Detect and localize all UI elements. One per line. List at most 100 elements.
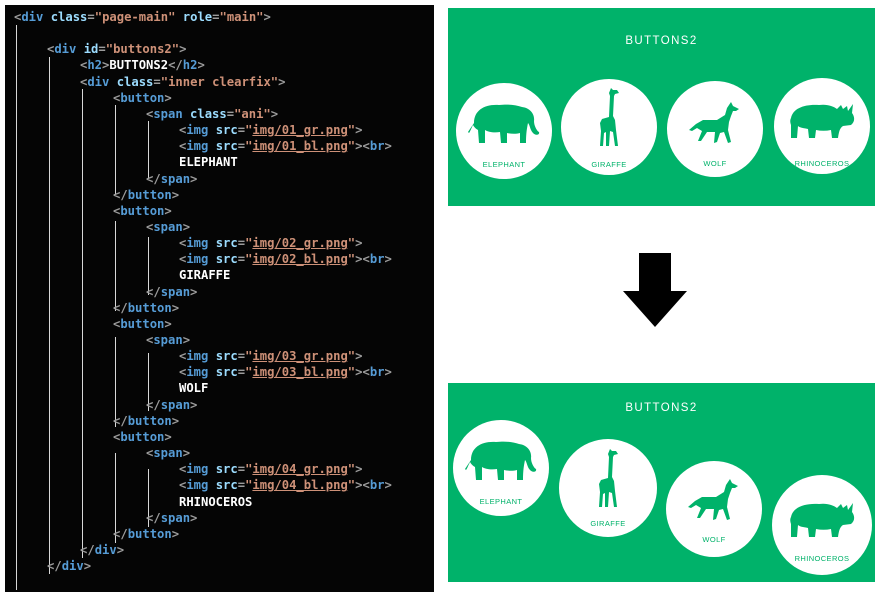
code-line: <img src="img/02_gr.png"> [179, 235, 362, 251]
code-token: role [175, 10, 213, 24]
elephant-icon [468, 104, 540, 143]
code-token: = [237, 478, 246, 493]
code-token: span [153, 446, 183, 461]
button-label: RHINOCEROS [794, 554, 850, 563]
code-token: " [347, 349, 356, 364]
code-token: button [127, 300, 172, 315]
code-token: span [153, 219, 183, 234]
code-line: <button> [113, 429, 172, 445]
wolf-button[interactable]: WOLF [666, 461, 762, 557]
code-token: button [127, 526, 172, 541]
code-token: src [215, 462, 238, 477]
code-line: <img src="img/02_bl.png"><br> [179, 251, 392, 267]
indent-guide [82, 89, 83, 558]
rhinoceros-button[interactable]: RHINOCEROS [772, 475, 872, 575]
code-token: </ [113, 187, 128, 202]
elephant-button[interactable]: ELEPHANT [453, 420, 549, 516]
code-token: " [245, 236, 253, 251]
code-token: > [355, 478, 363, 493]
code-token: > [190, 510, 198, 525]
code-token: GIRAFFE [179, 268, 231, 283]
code-token: < [113, 203, 121, 218]
code-token: id [83, 42, 99, 57]
code-token: button [120, 90, 165, 105]
code-token: > [164, 429, 172, 444]
code-token: " [245, 478, 253, 493]
code-editor: <div class="page-main" role="main"><div … [5, 5, 434, 592]
code-token: ELEPHANT [179, 155, 238, 170]
code-line: <div class="inner clearfix"> [80, 74, 285, 90]
code-token: < [362, 365, 370, 380]
code-token: " [245, 139, 253, 154]
code-token: > [384, 478, 392, 493]
code-line: <span class="ani"> [146, 106, 278, 122]
code-token: RHINOCEROS [179, 494, 253, 509]
code-token: button [120, 316, 165, 331]
code-token: > [270, 106, 279, 121]
code-token: br [369, 365, 385, 380]
code-token: WOLF [179, 381, 209, 396]
code-token: src [215, 252, 238, 267]
code-token: BUTTONS2 [109, 58, 169, 73]
button-label: WOLF [702, 535, 726, 544]
code-token: > [171, 526, 180, 541]
button-label: GIRAFFE [590, 519, 626, 528]
code-token: < [179, 365, 187, 380]
code-token: > [384, 139, 392, 154]
code-token: " [347, 462, 356, 477]
indent-guide [115, 453, 116, 543]
code-line: <button> [113, 203, 172, 219]
code-token: < [362, 478, 370, 493]
code-line: </button> [113, 413, 179, 429]
code-token: img [186, 349, 216, 364]
code-token: > [182, 446, 191, 461]
code-token: img [186, 139, 216, 154]
code-token: </ [146, 397, 161, 412]
code-token: > [164, 203, 172, 218]
code-token: img [186, 236, 216, 251]
rhinoceros-button[interactable]: RHINOCEROS [774, 78, 870, 174]
giraffe-button[interactable]: GIRAFFE [559, 439, 657, 537]
code-token: < [14, 10, 22, 24]
code-line: <span> [146, 219, 190, 235]
wolf-button[interactable]: WOLF [667, 81, 763, 177]
code-token: > [263, 10, 271, 24]
code-line: </button> [113, 526, 179, 542]
code-token: > [355, 462, 363, 477]
code-token: > [182, 219, 191, 234]
giraffe-button[interactable]: GIRAFFE [561, 79, 657, 175]
code-line: <button> [113, 316, 172, 332]
code-token: < [146, 333, 154, 347]
elephant-button[interactable]: ELEPHANT [456, 83, 552, 179]
code-token: > [355, 123, 363, 138]
code-line: </div> [47, 558, 91, 574]
code-token: br [369, 139, 385, 154]
code-token: src [215, 365, 238, 380]
code-line: <button> [113, 90, 172, 106]
code-token: = [237, 252, 246, 267]
code-token: > [355, 139, 363, 154]
code-token: > [171, 413, 180, 428]
code-token: span [153, 106, 191, 121]
code-token: < [113, 90, 121, 105]
code-line: <h2>BUTTONS2</h2> [80, 57, 205, 73]
code-token: img/02_gr.png [252, 236, 348, 251]
code-token: < [362, 139, 370, 154]
code-token: " [347, 236, 356, 251]
code-token: > [355, 365, 363, 380]
preview-after-panel: BUTTONS2 ELEPHANT GIRAFFE WOLF RHINOCERO… [448, 383, 875, 582]
panel-title: BUTTONS2 [625, 402, 698, 414]
code-token: span [160, 397, 191, 412]
code-token: > [171, 300, 180, 315]
code-token: = [237, 462, 246, 477]
code-token: img [186, 478, 216, 493]
code-token: = [98, 42, 106, 57]
code-token: = [237, 349, 246, 364]
code-token: " [347, 139, 356, 154]
wolf-icon [689, 102, 739, 143]
code-token: > [182, 333, 191, 347]
code-token: img [186, 462, 216, 477]
code-token: > [355, 236, 363, 251]
code-token: "page-main" [94, 10, 176, 24]
code-token: h2 [87, 58, 103, 73]
